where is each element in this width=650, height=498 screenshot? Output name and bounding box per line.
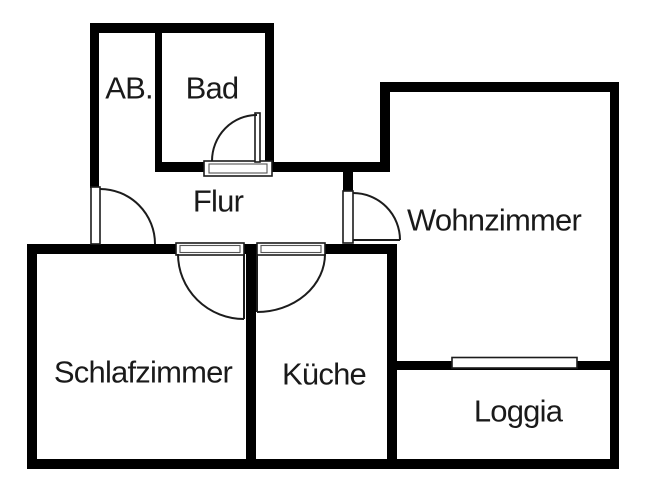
bad-door-arc xyxy=(211,114,258,162)
room-label-schlafzimmer: Schlafzimmer xyxy=(53,354,233,390)
room-label-bad: Bad xyxy=(185,70,240,106)
wall-bad-bottom xyxy=(155,162,204,172)
kueche-door xyxy=(256,242,326,313)
entrance-door-arc xyxy=(99,188,156,245)
wall-wohnzimmer-top xyxy=(380,82,619,92)
wohnzimmer-door xyxy=(342,190,401,244)
room-label-wohnzimmer: Wohnzimmer xyxy=(406,202,582,238)
kueche-door-threshold xyxy=(256,242,326,256)
schlafzimmer-door-threshold-inner xyxy=(179,244,241,254)
room-label-flur: Flur xyxy=(192,183,244,219)
wohnzimmer-door-frame xyxy=(342,190,354,244)
schlafzimmer-door-threshold xyxy=(175,242,245,256)
wall-top-outer xyxy=(90,23,274,33)
wall-flur-bottom-right xyxy=(325,244,397,254)
wall-ab-bad-divider xyxy=(155,33,162,163)
bad-door-threshold xyxy=(203,160,273,177)
wall-schlafzimmer-kueche-divider xyxy=(246,254,256,459)
room-label-kueche: Küche xyxy=(282,356,367,392)
room-label-loggia: Loggia xyxy=(473,393,563,429)
bad-door-threshold-inner xyxy=(208,163,268,174)
wall-flur-door-stub xyxy=(343,172,353,191)
room-label-ab: AB. xyxy=(105,70,153,106)
entrance-door-leaf xyxy=(90,186,101,245)
bad-door xyxy=(203,112,273,177)
kueche-door-arc xyxy=(256,253,326,313)
schlafzimmer-door-arc xyxy=(177,253,245,320)
bad-door-leaf xyxy=(254,112,261,163)
wall-flur-top xyxy=(265,162,390,172)
kueche-door-threshold-inner xyxy=(260,244,322,254)
wall-bad-right xyxy=(265,23,274,172)
wall-flur-bottom-center xyxy=(244,244,257,254)
wall-left-upper xyxy=(90,23,99,188)
wohnzimmer-door-arc xyxy=(352,192,401,241)
loggia-window xyxy=(451,356,578,369)
wall-right-outer xyxy=(610,82,619,469)
entrance-door xyxy=(90,186,156,245)
wall-flur-bottom-left xyxy=(27,244,176,254)
schlafzimmer-door xyxy=(175,242,245,320)
wall-bottom-outer xyxy=(27,459,619,469)
wall-wohnzimmer-left xyxy=(380,82,390,172)
wall-left-lower xyxy=(27,244,37,469)
wall-kueche-right xyxy=(387,254,397,459)
